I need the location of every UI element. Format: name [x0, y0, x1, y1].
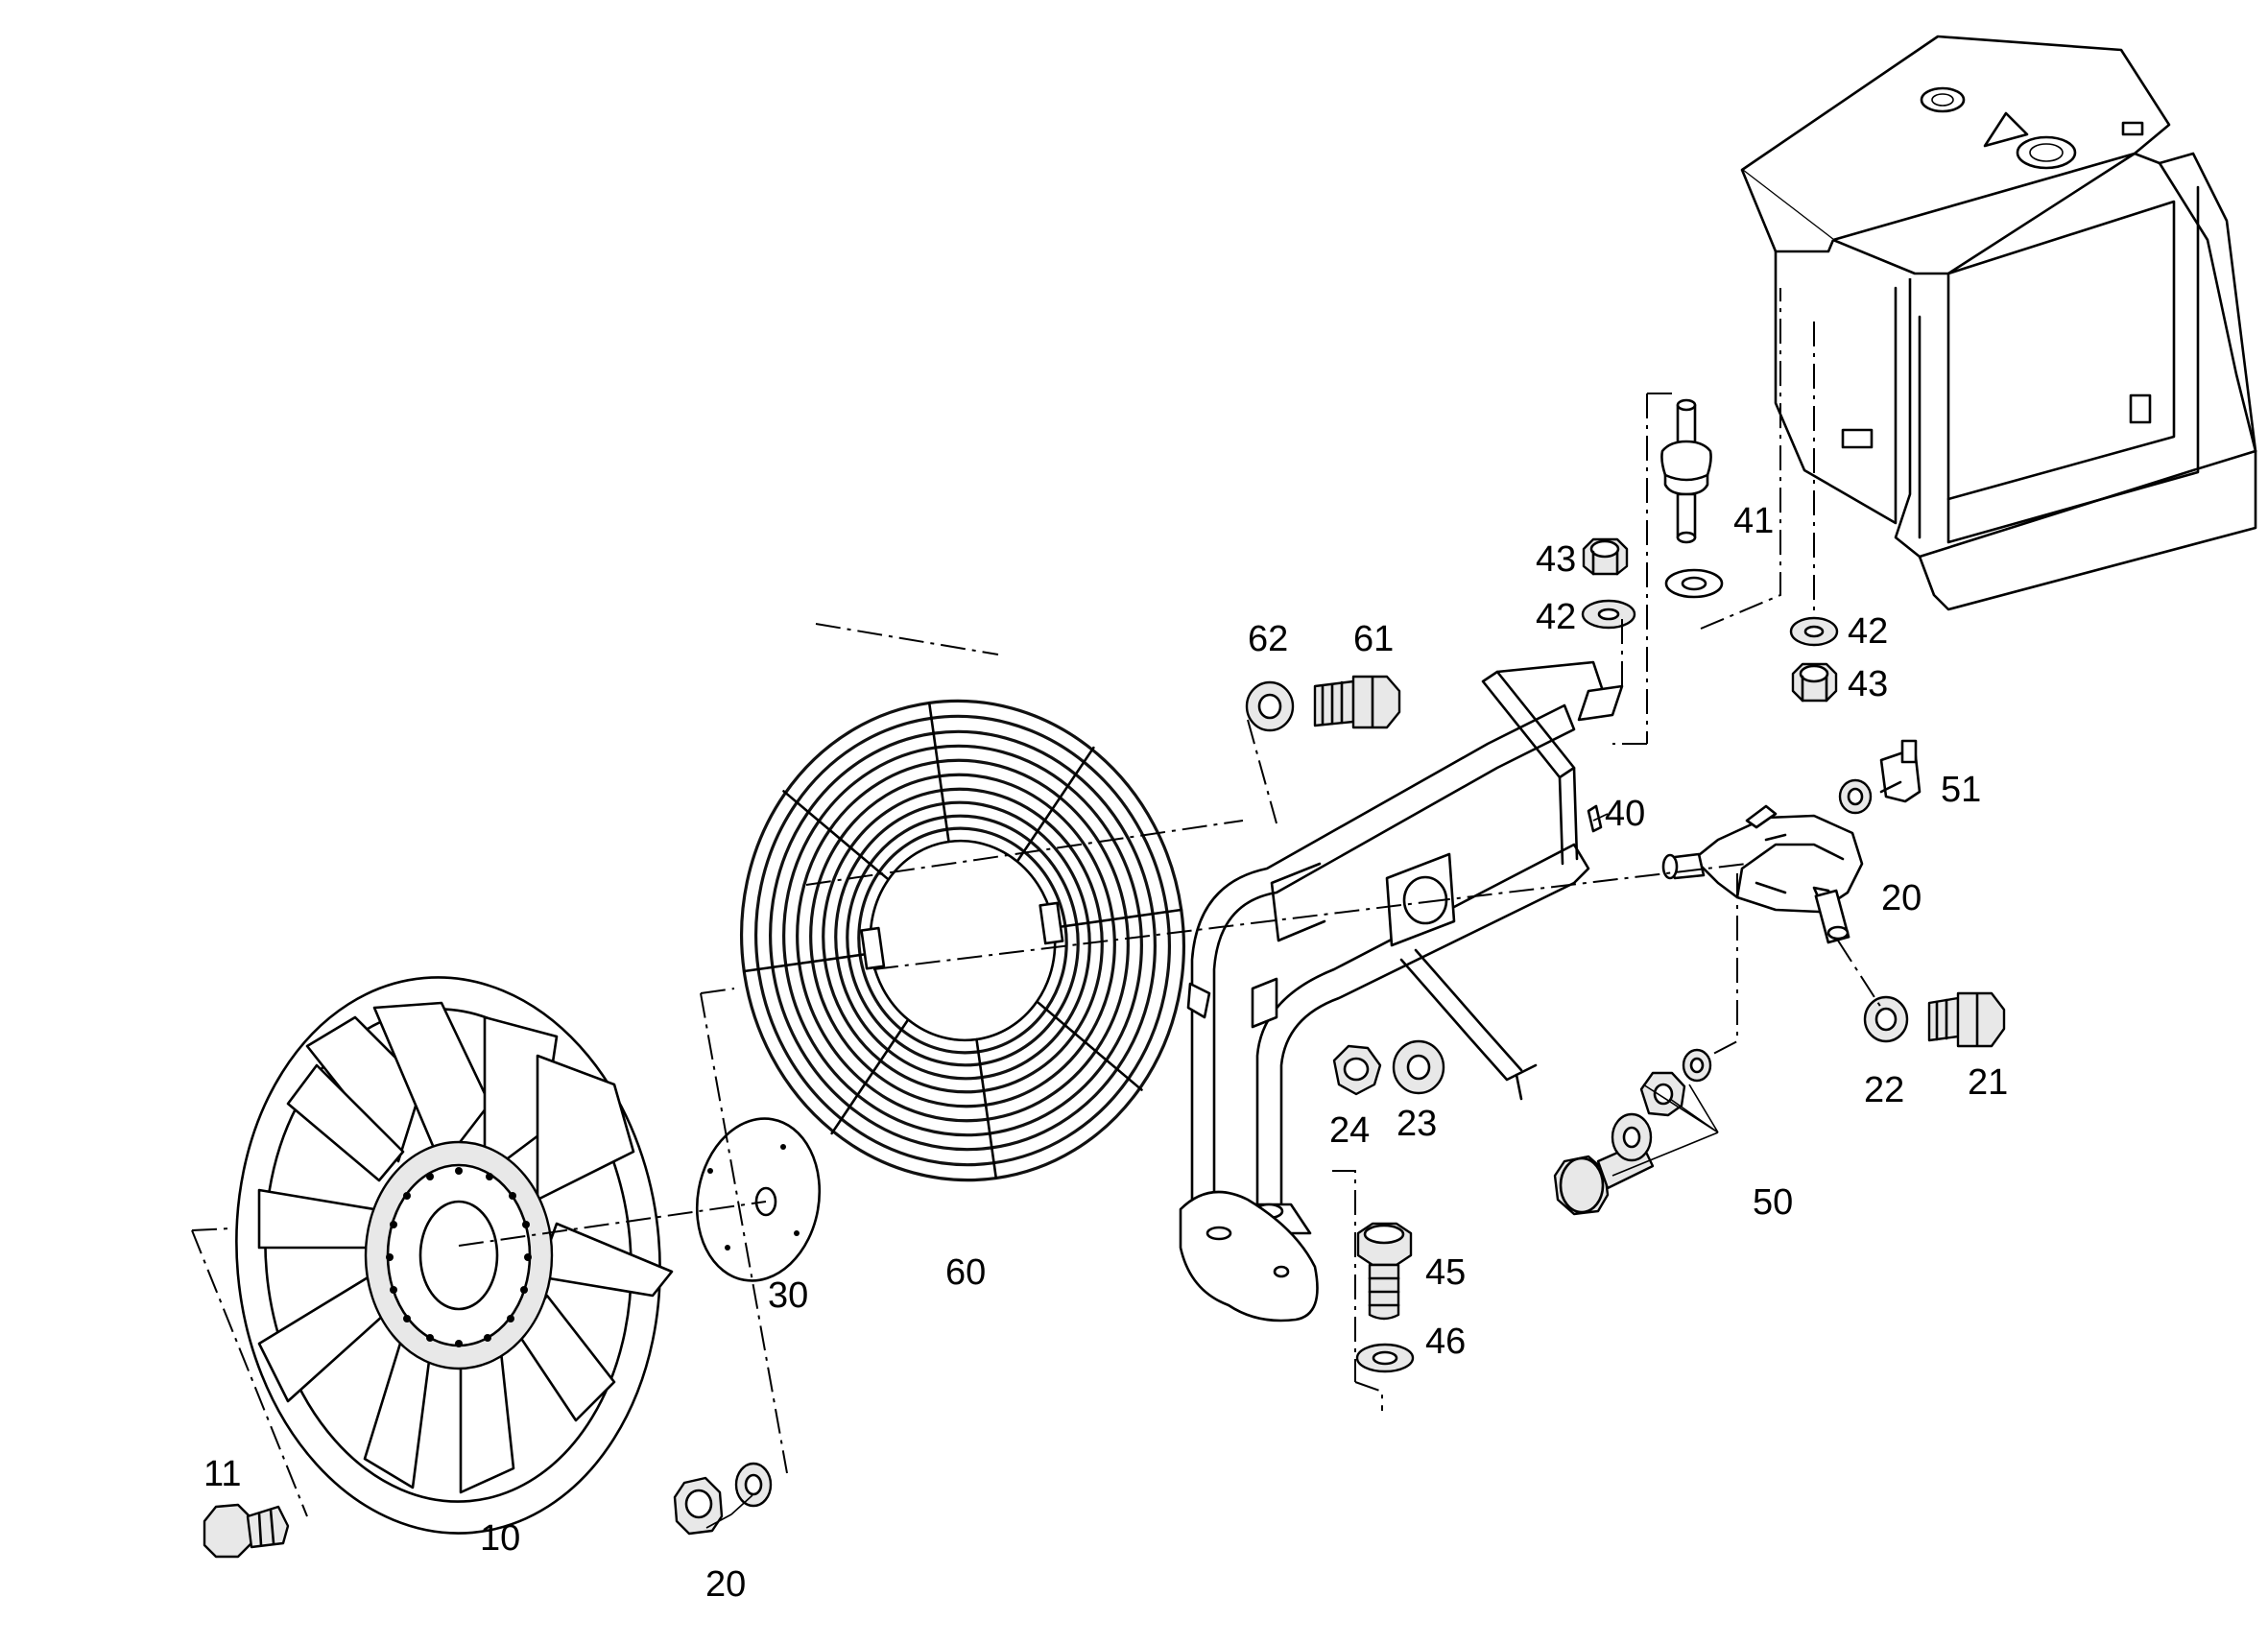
- callout-43-left: 43: [1536, 539, 1576, 580]
- callout-20-lower: 20: [705, 1564, 746, 1605]
- callout-40: 40: [1605, 794, 1645, 834]
- callout-43-right: 43: [1848, 664, 1888, 704]
- vibration-mount: [1660, 398, 1712, 544]
- callout-61: 61: [1353, 619, 1394, 659]
- floor-mount-plate: [1179, 1190, 1319, 1322]
- callout-labels: 11 10 20 30 60 62 61 40 43 42 41 42 43 5…: [203, 501, 2008, 1605]
- callout-46: 46: [1425, 1322, 1466, 1362]
- washer-42-upper-mount: [1664, 568, 1724, 599]
- callout-20-drive: 20: [1881, 878, 1922, 918]
- hub-cover-plate: [695, 1117, 822, 1282]
- nut-20-lower: [673, 1476, 724, 1536]
- fan-wheel: [235, 976, 674, 1535]
- washer-22: [1863, 995, 1909, 1043]
- wire-fan-guard: [739, 699, 1186, 1182]
- fan-housing: [1740, 35, 2257, 611]
- callout-22: 22: [1864, 1070, 1904, 1110]
- callout-23: 23: [1397, 1104, 1437, 1144]
- nut-43-left: [1582, 537, 1629, 576]
- fan-drive-assembly: [1661, 804, 1864, 944]
- hex-bolt-61: [1313, 675, 1401, 729]
- callout-62: 62: [1248, 619, 1288, 659]
- clip-51: [1838, 739, 1922, 815]
- washer-62: [1245, 680, 1295, 732]
- callout-60: 60: [945, 1252, 986, 1293]
- callout-50: 50: [1753, 1182, 1793, 1223]
- hub-bolt-holes: [386, 1167, 532, 1347]
- callout-11: 11: [203, 1454, 241, 1494]
- callout-30: 30: [768, 1275, 808, 1316]
- hex-bolt-21: [1927, 991, 2006, 1048]
- callout-41: 41: [1733, 501, 1774, 541]
- nut-50: [1639, 1071, 1686, 1117]
- callout-21: 21: [1968, 1062, 2008, 1103]
- leader-lines: [705, 813, 1719, 1529]
- washer-46: [1355, 1343, 1415, 1373]
- callout-51: 51: [1941, 770, 1981, 810]
- nut-24: [1332, 1044, 1382, 1096]
- nut-43-right: [1791, 662, 1838, 703]
- tubular-bracket: [1186, 660, 1624, 1235]
- assembly-lines: [191, 288, 1882, 1517]
- hex-bolt-45: [1356, 1222, 1413, 1321]
- callout-24: 24: [1329, 1110, 1370, 1151]
- callout-42-right: 42: [1848, 611, 1888, 652]
- washer-20-lower: [734, 1462, 773, 1508]
- washer-50-a: [1611, 1112, 1653, 1162]
- washer-42-left: [1581, 599, 1636, 630]
- washer-50-b: [1682, 1048, 1712, 1083]
- callout-42-left: 42: [1536, 597, 1576, 637]
- washer-42-right: [1789, 616, 1839, 647]
- washer-23: [1392, 1039, 1445, 1095]
- callout-45: 45: [1425, 1252, 1466, 1293]
- callout-10: 10: [480, 1518, 520, 1559]
- hex-bolt-11: [203, 1503, 290, 1559]
